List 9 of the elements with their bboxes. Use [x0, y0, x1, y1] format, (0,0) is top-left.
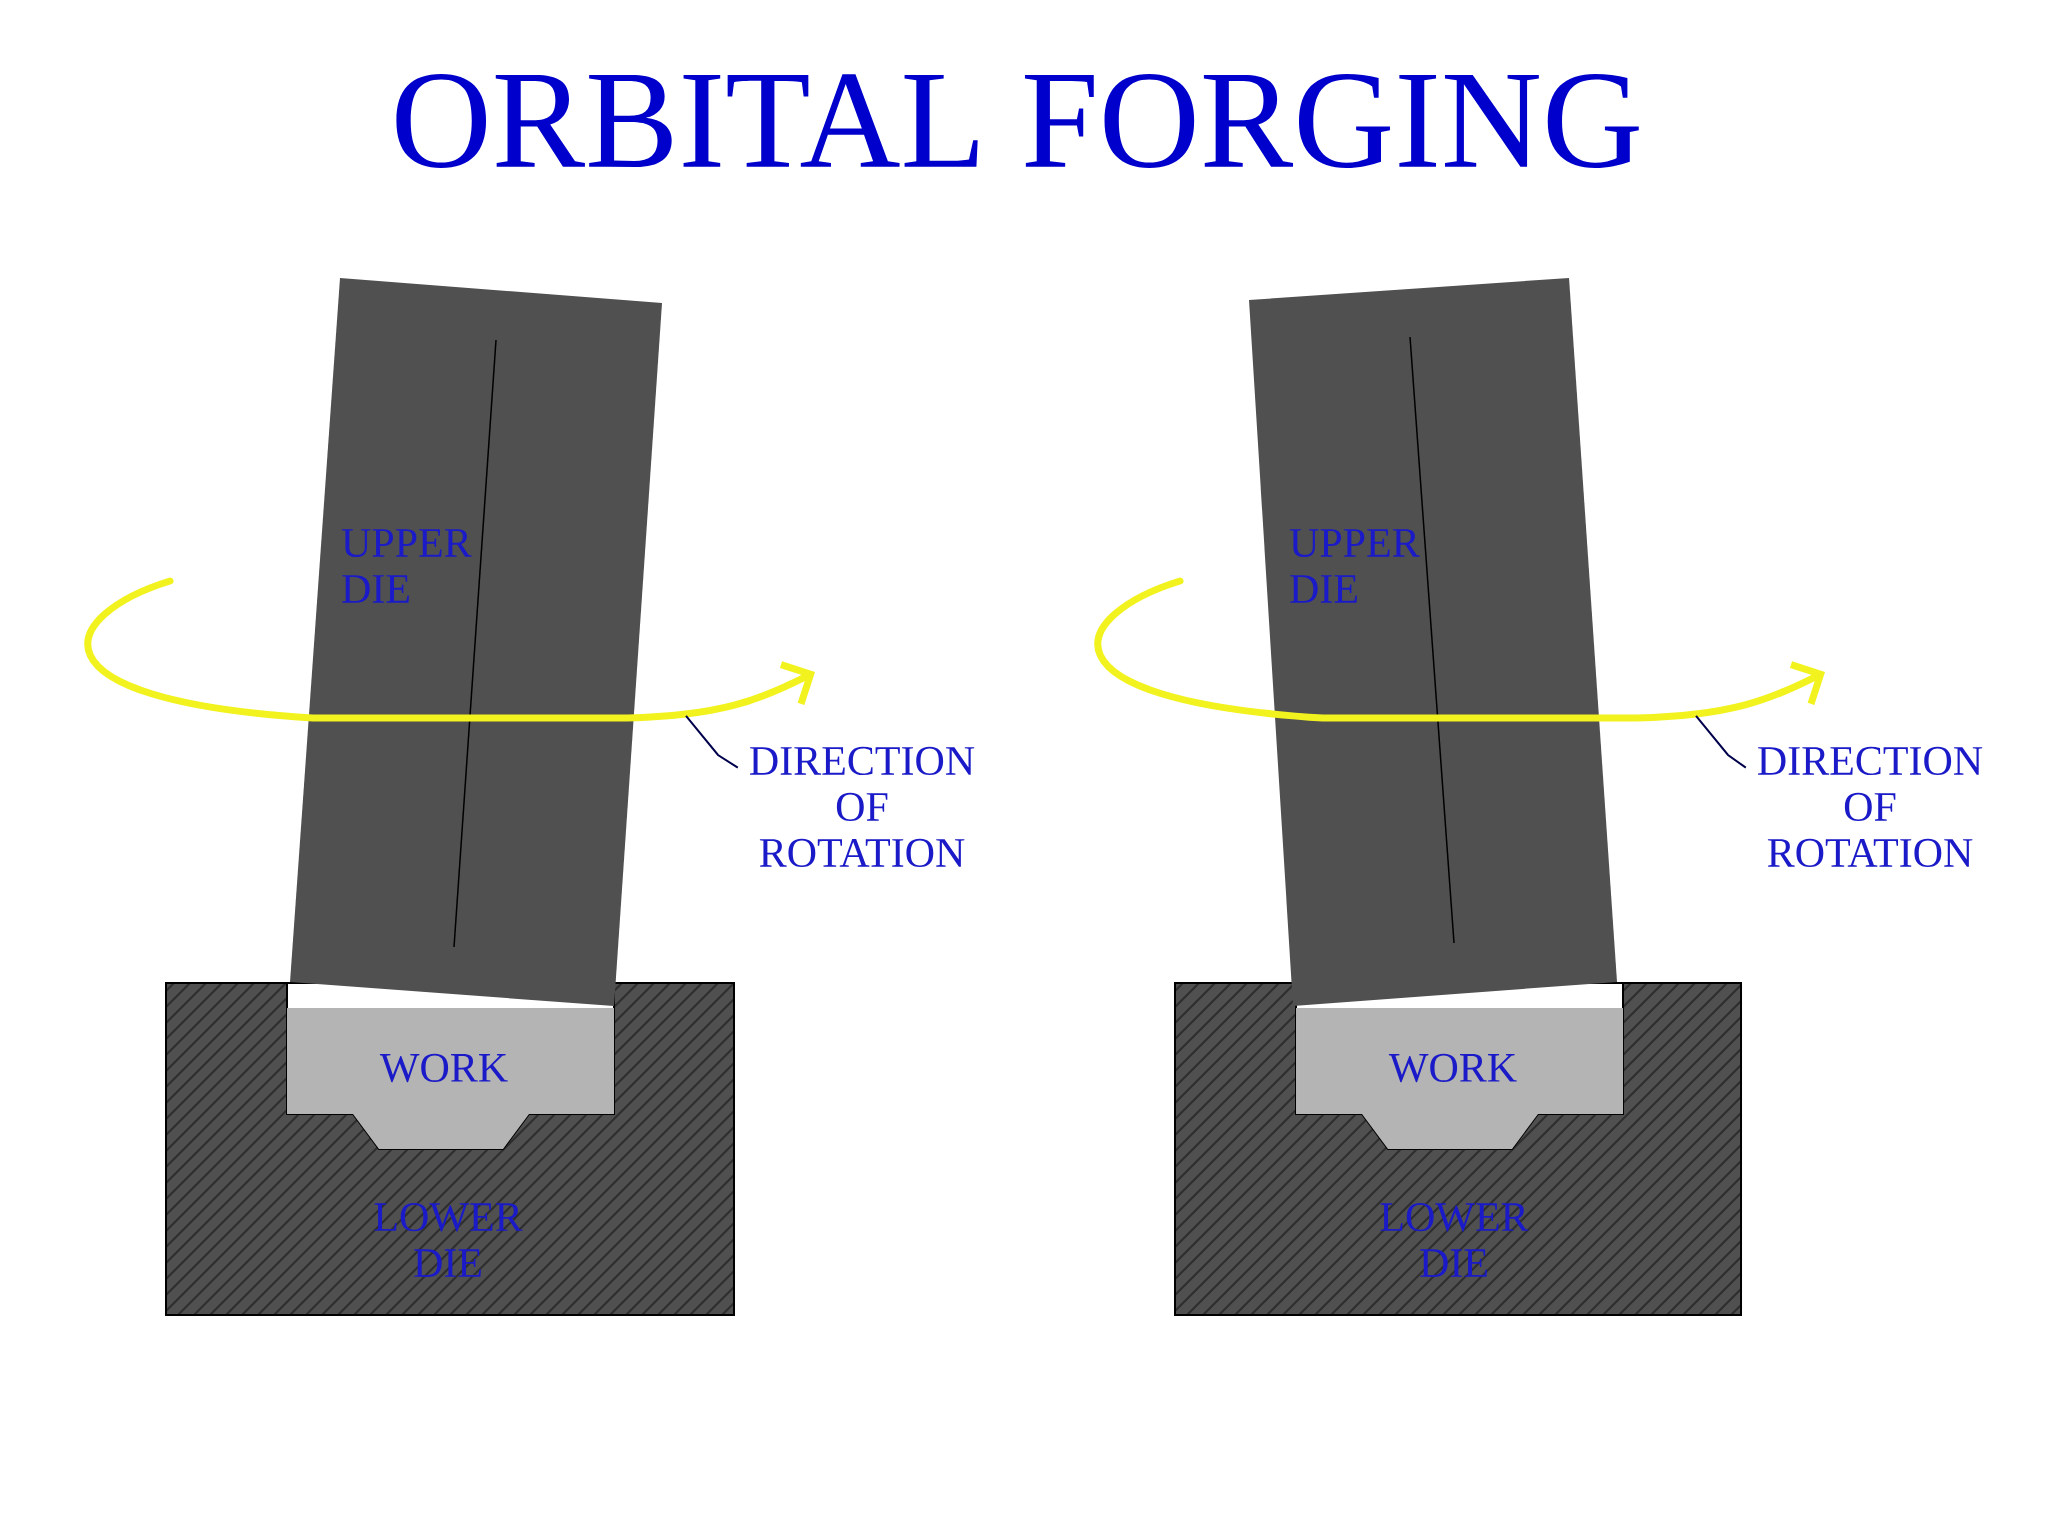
- workpiece: WORK: [287, 1008, 614, 1149]
- rotation-label: DIRECTION OF ROTATION: [750, 746, 975, 868]
- leader-line: [1695, 715, 1747, 769]
- upper-die: UPPER DIE: [290, 278, 662, 1006]
- workpiece: WORK: [1296, 1008, 1623, 1149]
- upper-die: UPPER DIE: [1249, 278, 1617, 1006]
- leader-line: [685, 715, 739, 769]
- title: ORBITAL FORGING: [396, 73, 1639, 168]
- rotation-label: DIRECTION OF ROTATION: [1758, 746, 1983, 868]
